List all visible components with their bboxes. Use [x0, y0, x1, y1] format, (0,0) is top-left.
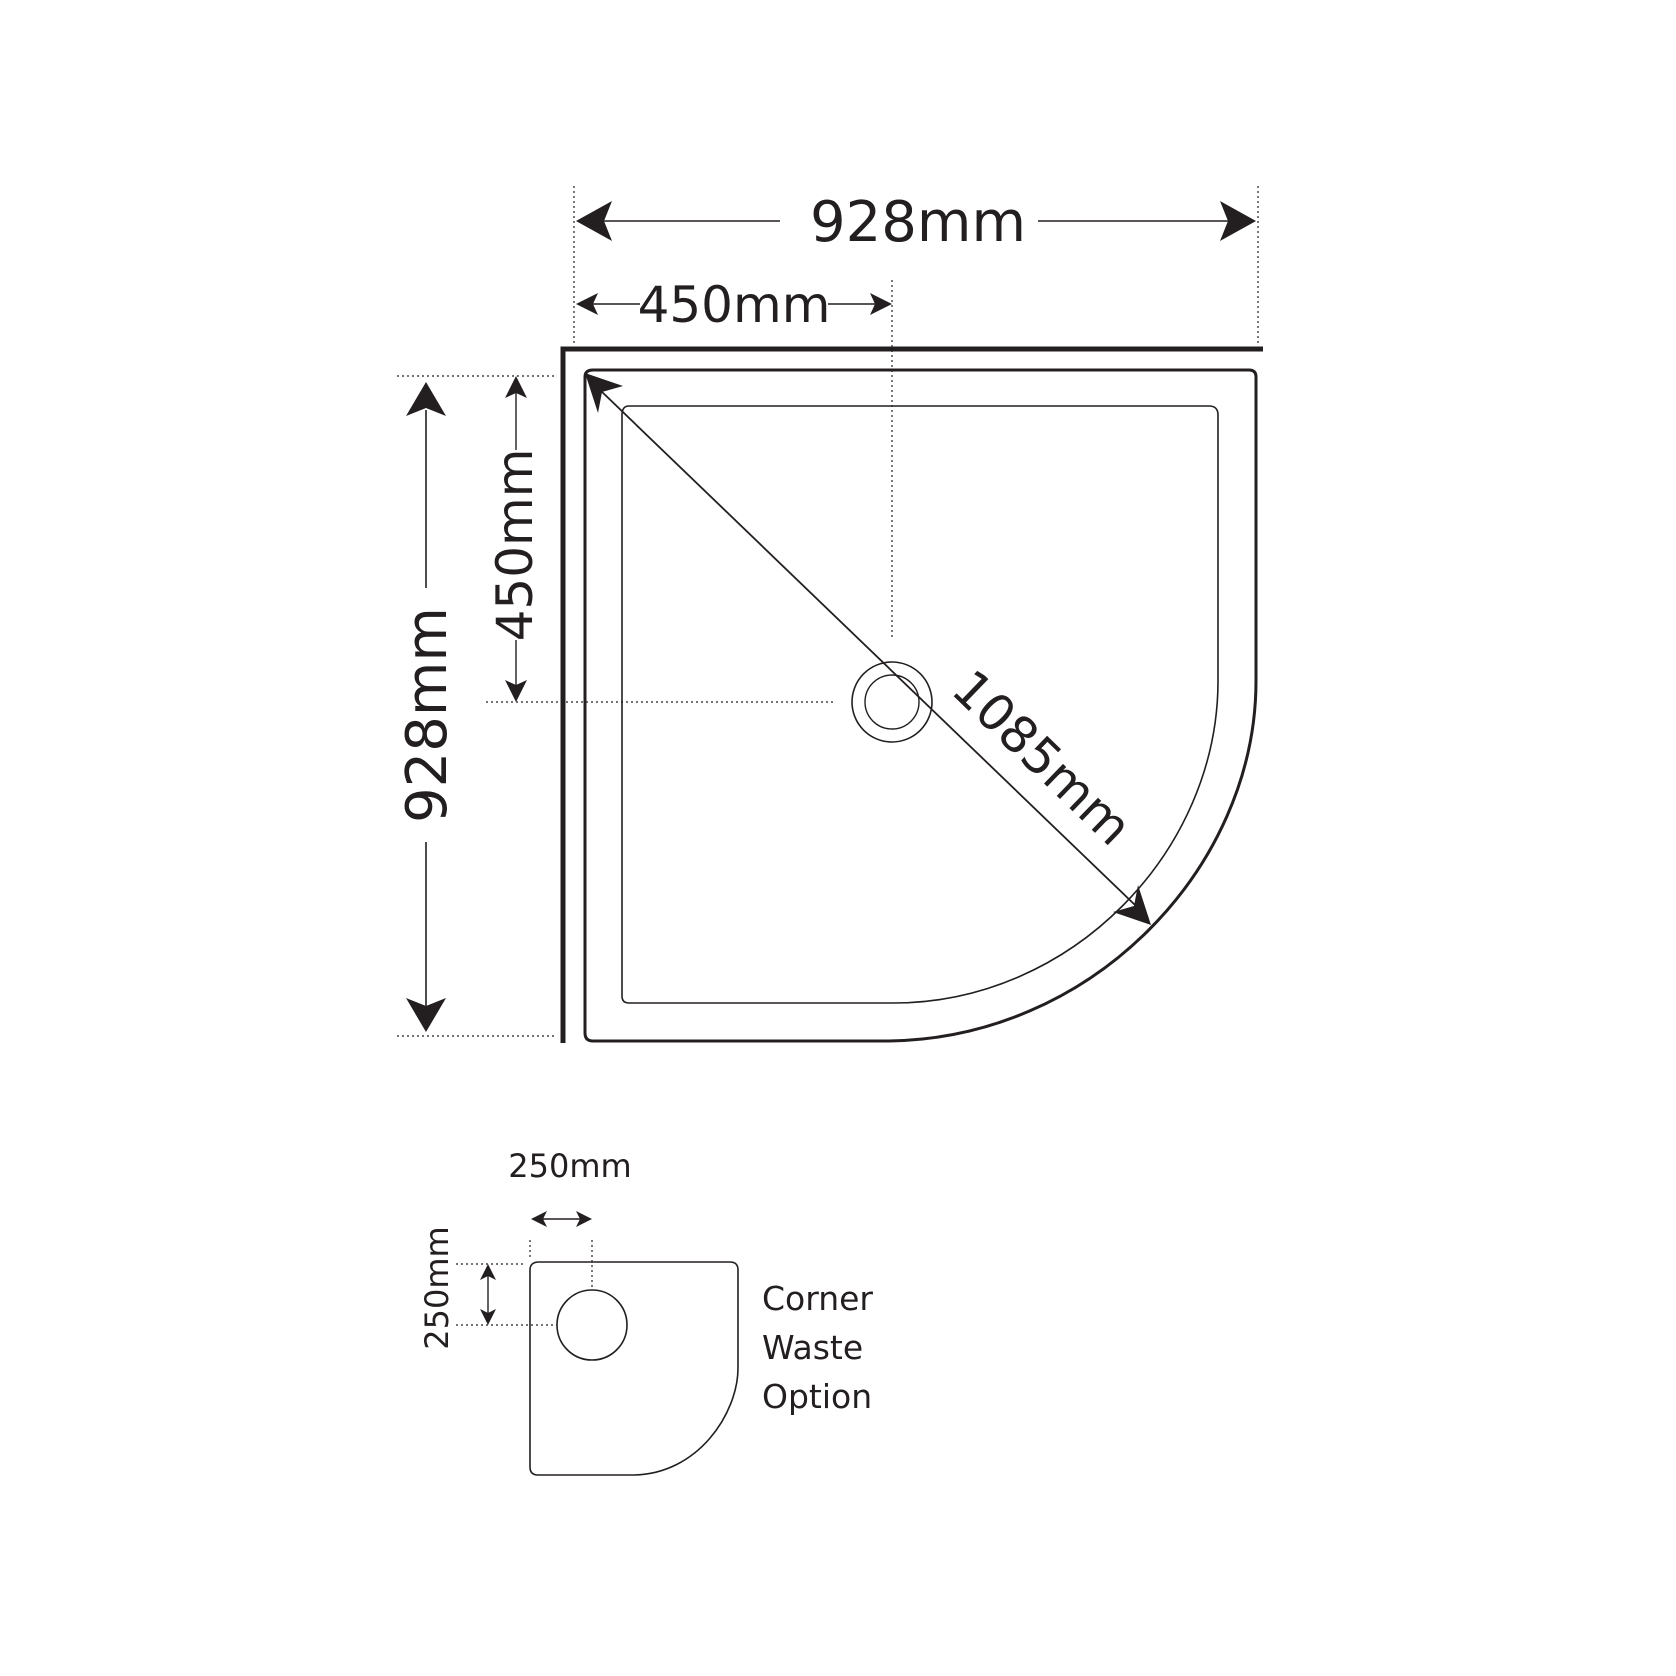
waste-offset-x-label: 450mm [638, 276, 831, 334]
extension-lines [397, 186, 1259, 1037]
arrow-down-icon [505, 680, 527, 702]
arrow-left-icon [576, 201, 612, 241]
arrow-right-icon [576, 1211, 592, 1227]
arrow-up-icon [406, 382, 446, 416]
dimension-waste-offset-y: 450mm [486, 376, 544, 702]
corner-waste-caption-line-1: Corner [762, 1279, 873, 1318]
arrow-right-icon [1220, 201, 1256, 241]
arrow-diagonal-end-icon [1113, 885, 1151, 925]
waste-offset-y-label: 450mm [486, 449, 544, 642]
arrow-down-icon [480, 1309, 496, 1325]
corner-waste-outlet [556, 1289, 628, 1361]
dimension-corner-offset-x: 250mm [508, 1147, 632, 1227]
arrow-left-icon [531, 1211, 547, 1227]
corner-waste-option: 250mm 250mm Corner Waste Option [418, 1147, 873, 1476]
diagonal-label: 1085mm [941, 659, 1143, 857]
arrow-up-icon [505, 376, 527, 398]
corner-waste-caption-line-2: Waste [762, 1328, 863, 1367]
wall-outline [560, 346, 1263, 1043]
dimension-overall-width: 928mm [576, 190, 1256, 255]
dimension-diagonal: 1085mm [585, 373, 1151, 925]
main-tray [560, 346, 1263, 1043]
dimension-corner-offset-y: 250mm [418, 1226, 496, 1350]
corner-offset-x-label: 250mm [508, 1147, 631, 1185]
waste-outlet-inner [864, 674, 920, 730]
tray-outer-outline [583, 368, 1258, 1043]
dimension-overall-depth: 928mm [395, 382, 460, 1032]
waste-outlet-outer [851, 661, 933, 743]
arrow-left-icon [576, 293, 598, 315]
tray-inner-outline [621, 405, 1219, 1004]
overall-depth-label: 928mm [395, 607, 460, 823]
arrow-diagonal-start-icon [585, 373, 623, 413]
corner-waste-caption-line-3: Option [762, 1377, 872, 1416]
corner-tray-outline [529, 1261, 739, 1476]
arrow-down-icon [406, 998, 446, 1032]
dimension-waste-offset-x: 450mm [576, 276, 892, 334]
arrow-up-icon [480, 1264, 496, 1280]
arrow-right-icon [870, 293, 892, 315]
overall-width-label: 928mm [810, 190, 1026, 255]
corner-offset-y-label: 250mm [418, 1226, 456, 1349]
